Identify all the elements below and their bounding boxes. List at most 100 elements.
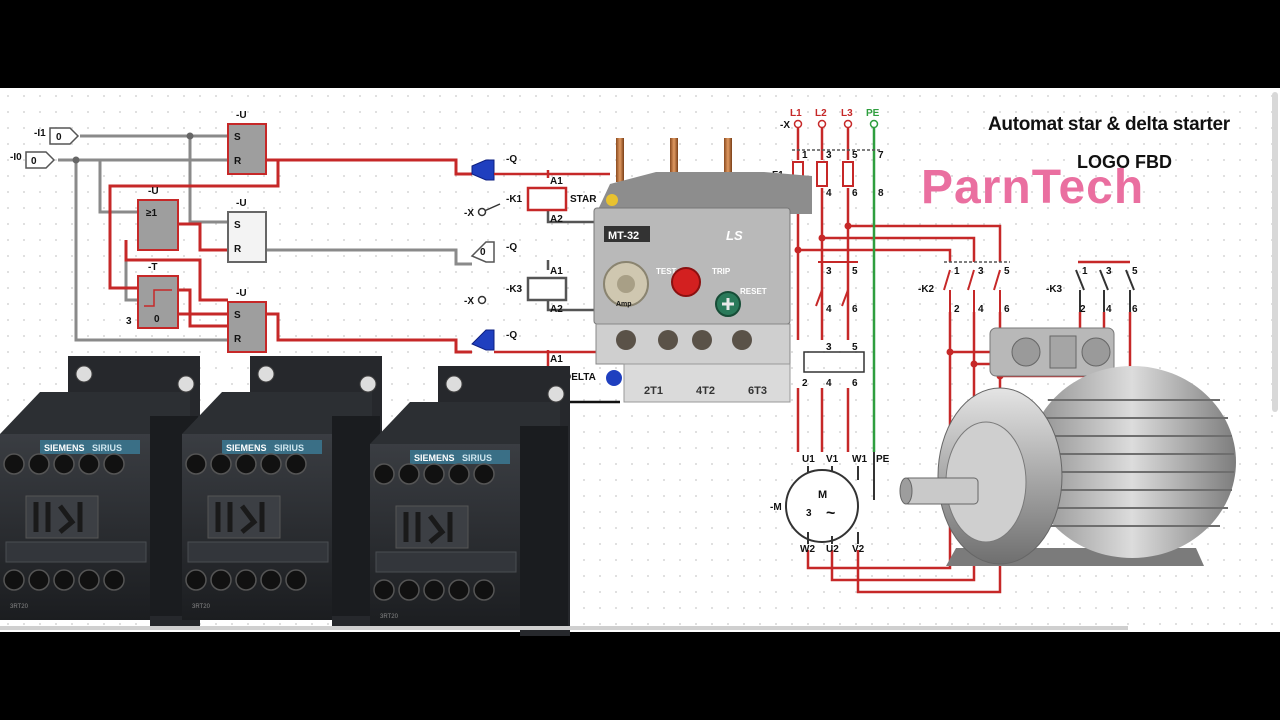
- test-button[interactable]: [671, 267, 701, 297]
- motor-label: -M: [770, 502, 782, 513]
- terminal-4t2: 4T2: [696, 385, 715, 397]
- rs-block-1[interactable]: -U S R: [227, 110, 267, 175]
- block-function: ≥1: [146, 208, 157, 219]
- relay-brand: LS: [726, 228, 743, 243]
- contactor-photo: SIEMENS SIRIUS 3RT20: [182, 356, 382, 626]
- supply-terminals: L1 L2 L3 PE -X: [780, 108, 880, 131]
- terminal-w2: W2: [800, 544, 815, 555]
- contactor-brand: SIEMENS: [44, 443, 85, 453]
- pin-s: S: [234, 132, 241, 143]
- pin-num: 5: [852, 150, 858, 161]
- output-q2[interactable]: 0 -Q: [470, 241, 517, 263]
- overload-contacts[interactable]: 3 5 2 4 6: [802, 342, 865, 389]
- junction-dots: [794, 222, 1004, 380]
- overload-relay[interactable]: MT-32 LS Amp TEST TRIP RESET 2T1 4T2 6T3: [593, 138, 812, 403]
- output-label: -Q: [506, 154, 517, 165]
- blue-indicator: [606, 370, 622, 386]
- input-i1[interactable]: -I1 0: [34, 127, 80, 145]
- terminal-6t3: 6T3: [748, 385, 767, 397]
- rs-block-2[interactable]: -U S R: [227, 198, 267, 263]
- pin-num: 4: [826, 304, 832, 315]
- contactor-k2[interactable]: -K2 1 3 5 2 4 6: [918, 261, 1010, 315]
- pin-num: 6: [1132, 304, 1138, 315]
- vertical-scrollbar[interactable]: [1272, 92, 1278, 412]
- line-label-l2: L2: [815, 108, 827, 119]
- terminal-v1: V1: [826, 454, 839, 465]
- input-i1-value: 0: [56, 132, 62, 143]
- line-label-l1: L1: [790, 108, 802, 119]
- copper-pin: [670, 138, 678, 182]
- timer-icon: [144, 289, 172, 307]
- contactor-code: 3RT20: [10, 604, 29, 610]
- or-block[interactable]: -U ≥1: [137, 186, 179, 251]
- terminal-label: -X: [464, 208, 474, 219]
- fuse-f1[interactable]: F1 3 5 7 1 4 6 8: [772, 149, 884, 199]
- pin-a1: A1: [550, 266, 563, 277]
- output-label: -Q: [506, 330, 517, 341]
- trip-label: TRIP: [712, 267, 731, 276]
- contactor-label: -K3: [1046, 284, 1063, 295]
- pin-a1: A1: [550, 354, 563, 365]
- input-i0-value: 0: [31, 156, 37, 167]
- fbd-wires: [58, 134, 472, 354]
- coil-k1[interactable]: -K1 A1 A2 STAR -X: [464, 176, 597, 225]
- pin-r: R: [234, 334, 242, 345]
- pin-num: 8: [878, 188, 884, 199]
- pin-num: 2: [802, 378, 808, 389]
- contactor-code: 3RT20: [380, 614, 399, 620]
- timer-param: 3: [126, 316, 132, 327]
- terminal-u1: U1: [802, 454, 815, 465]
- input-i0-label: -I0: [10, 152, 22, 163]
- contactor-series: SIRIUS: [92, 443, 122, 453]
- coil-k3[interactable]: -K3 A1 A2 -X: [464, 266, 568, 315]
- contactor-photo: SIEMENS SIRIUS 3RT20: [0, 356, 200, 626]
- coil-label: -K1: [506, 194, 523, 205]
- pin-num: 3: [1106, 266, 1112, 277]
- contactor-code: 3RT20: [192, 604, 211, 610]
- output-q3[interactable]: -Q: [471, 329, 517, 351]
- relay-model-badge: [604, 226, 650, 242]
- contactor-brand: SIEMENS: [226, 443, 267, 453]
- pin-num: 6: [1004, 304, 1010, 315]
- terminal-v2: V2: [852, 544, 865, 555]
- test-label: TEST: [656, 267, 677, 276]
- terminal-strip-label: -X: [780, 120, 790, 131]
- junction-dot: [186, 132, 194, 140]
- pin-num: 7: [878, 150, 884, 161]
- output-q1[interactable]: -Q: [471, 154, 517, 181]
- contactor-series: SIRIUS: [274, 443, 304, 453]
- pin-num: 6: [852, 378, 858, 389]
- pin-num: 1: [1082, 266, 1088, 277]
- contactor-k3[interactable]: -K3 1 3 5 2 4 6: [1046, 266, 1138, 315]
- input-i0[interactable]: -I0 0: [10, 151, 56, 169]
- yellow-indicator: [606, 194, 618, 206]
- contactor-k1-contacts[interactable]: 3 5 4 6: [815, 261, 858, 315]
- pin-r: R: [234, 244, 242, 255]
- motor-symbol[interactable]: -M U1 V1 W1 PE M 3 ~ W2 U2 V2: [770, 452, 890, 555]
- pin-num: 5: [852, 266, 858, 277]
- line-label-l3: L3: [841, 108, 853, 119]
- copper-pin: [616, 138, 624, 182]
- relay-model: MT-32: [608, 230, 639, 242]
- pin-num: 6: [852, 304, 858, 315]
- coil-circuit: [481, 170, 620, 404]
- coil-function: STAR: [570, 194, 597, 205]
- page-subtitle: LOGO FBD: [1077, 152, 1172, 172]
- terminal-label: -X: [464, 296, 474, 307]
- page-title: Automat star & delta starter: [988, 114, 1230, 135]
- motor-phase: 3: [806, 508, 812, 519]
- terminal: [477, 207, 487, 217]
- pin-num: 3: [978, 266, 984, 277]
- pin-num: 4: [826, 378, 832, 389]
- horizontal-scrollbar[interactable]: [0, 626, 1128, 630]
- terminal-2t1: 2T1: [644, 385, 663, 397]
- ac-icon: ~: [826, 505, 835, 522]
- pin-num: 3: [826, 342, 832, 353]
- pin-num: 1: [802, 150, 808, 161]
- line-label-pe: PE: [866, 108, 880, 119]
- rs-block-3[interactable]: -U S R: [227, 288, 267, 353]
- timer-block[interactable]: -T 0 3: [126, 262, 179, 329]
